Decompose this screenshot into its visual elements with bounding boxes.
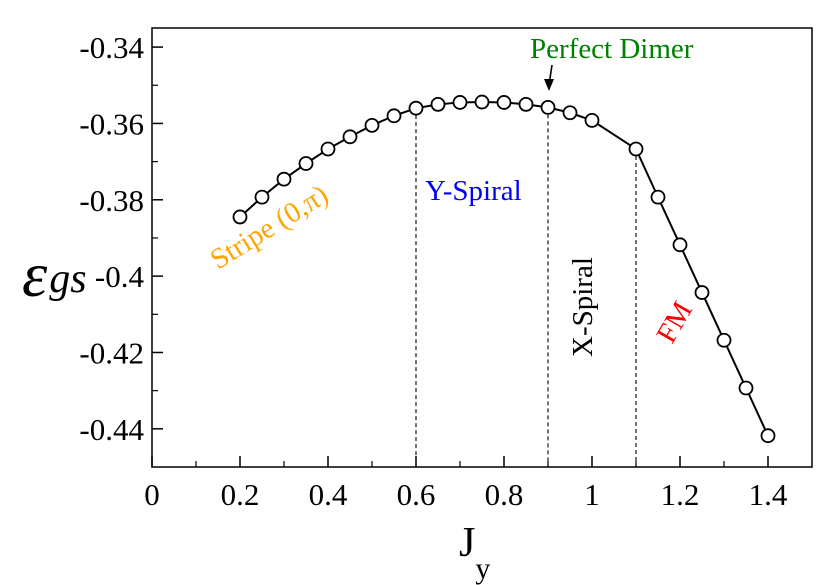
data-point xyxy=(342,129,358,145)
data-point xyxy=(518,96,534,112)
perfect-dimer-arrow-head xyxy=(544,79,554,91)
data-point xyxy=(320,141,336,157)
data-point xyxy=(408,100,424,116)
annotation-stripe: Stripe (0,π) xyxy=(205,179,334,276)
data-point xyxy=(672,237,688,253)
x-tick-label: 0.2 xyxy=(221,477,260,512)
data-point xyxy=(430,96,446,112)
annotation-x-spiral: X-Spiral xyxy=(567,257,599,357)
data-point xyxy=(298,156,314,171)
y-axis-label-subscript: gs xyxy=(49,256,86,302)
y-tick-label: -0.4 xyxy=(95,259,145,294)
data-point xyxy=(474,94,490,110)
data-point xyxy=(760,428,776,444)
data-point xyxy=(254,189,270,205)
y-tick-label: -0.34 xyxy=(79,30,144,65)
data-point xyxy=(496,95,512,110)
data-point xyxy=(694,285,710,300)
x-tick-label: 1.4 xyxy=(749,477,788,512)
annotation-fm: FM xyxy=(650,296,699,348)
data-point xyxy=(738,380,754,396)
data-point xyxy=(716,332,732,348)
data-series xyxy=(239,101,769,437)
x-tick-label: 0.4 xyxy=(309,477,348,512)
annotation-y-spiral: Y-Spiral xyxy=(425,175,522,207)
x-tick-label: 1.2 xyxy=(661,477,700,512)
x-tick-label: 0.8 xyxy=(485,477,524,512)
data-point xyxy=(584,112,600,128)
y-tick-labels: -0.44 -0.42 -0.4 -0.38 -0.36 -0.34 xyxy=(79,30,144,447)
data-point xyxy=(232,209,248,225)
y-axis-label: εgs xyxy=(22,239,87,310)
y-tick-label: -0.42 xyxy=(79,335,144,370)
data-point xyxy=(628,141,644,157)
series-line xyxy=(239,101,769,437)
data-point xyxy=(650,189,666,205)
x-axis-label: Jy xyxy=(459,520,490,585)
data-point xyxy=(276,171,292,187)
data-point xyxy=(364,117,380,133)
data-markers xyxy=(232,94,776,444)
phase-boundary-lines xyxy=(415,107,637,467)
annotation-perfect-dimer: Perfect Dimer xyxy=(530,33,694,65)
y-tick-label: -0.36 xyxy=(79,106,144,141)
x-tick-label: 0 xyxy=(144,477,160,512)
data-point xyxy=(562,105,578,121)
x-tick-labels: 0 0.2 0.4 0.6 0.8 1 1.2 1.4 xyxy=(144,477,788,512)
y-tick-label: -0.44 xyxy=(79,412,144,447)
plot-frame xyxy=(151,27,813,468)
x-axis-label-subscript: y xyxy=(475,552,490,585)
data-point xyxy=(452,95,468,110)
data-point xyxy=(540,100,556,115)
x-tick-label: 0.6 xyxy=(397,477,436,512)
y-tick-label: -0.38 xyxy=(79,183,144,218)
data-point xyxy=(386,108,402,124)
x-tick-label: 1 xyxy=(584,477,600,512)
